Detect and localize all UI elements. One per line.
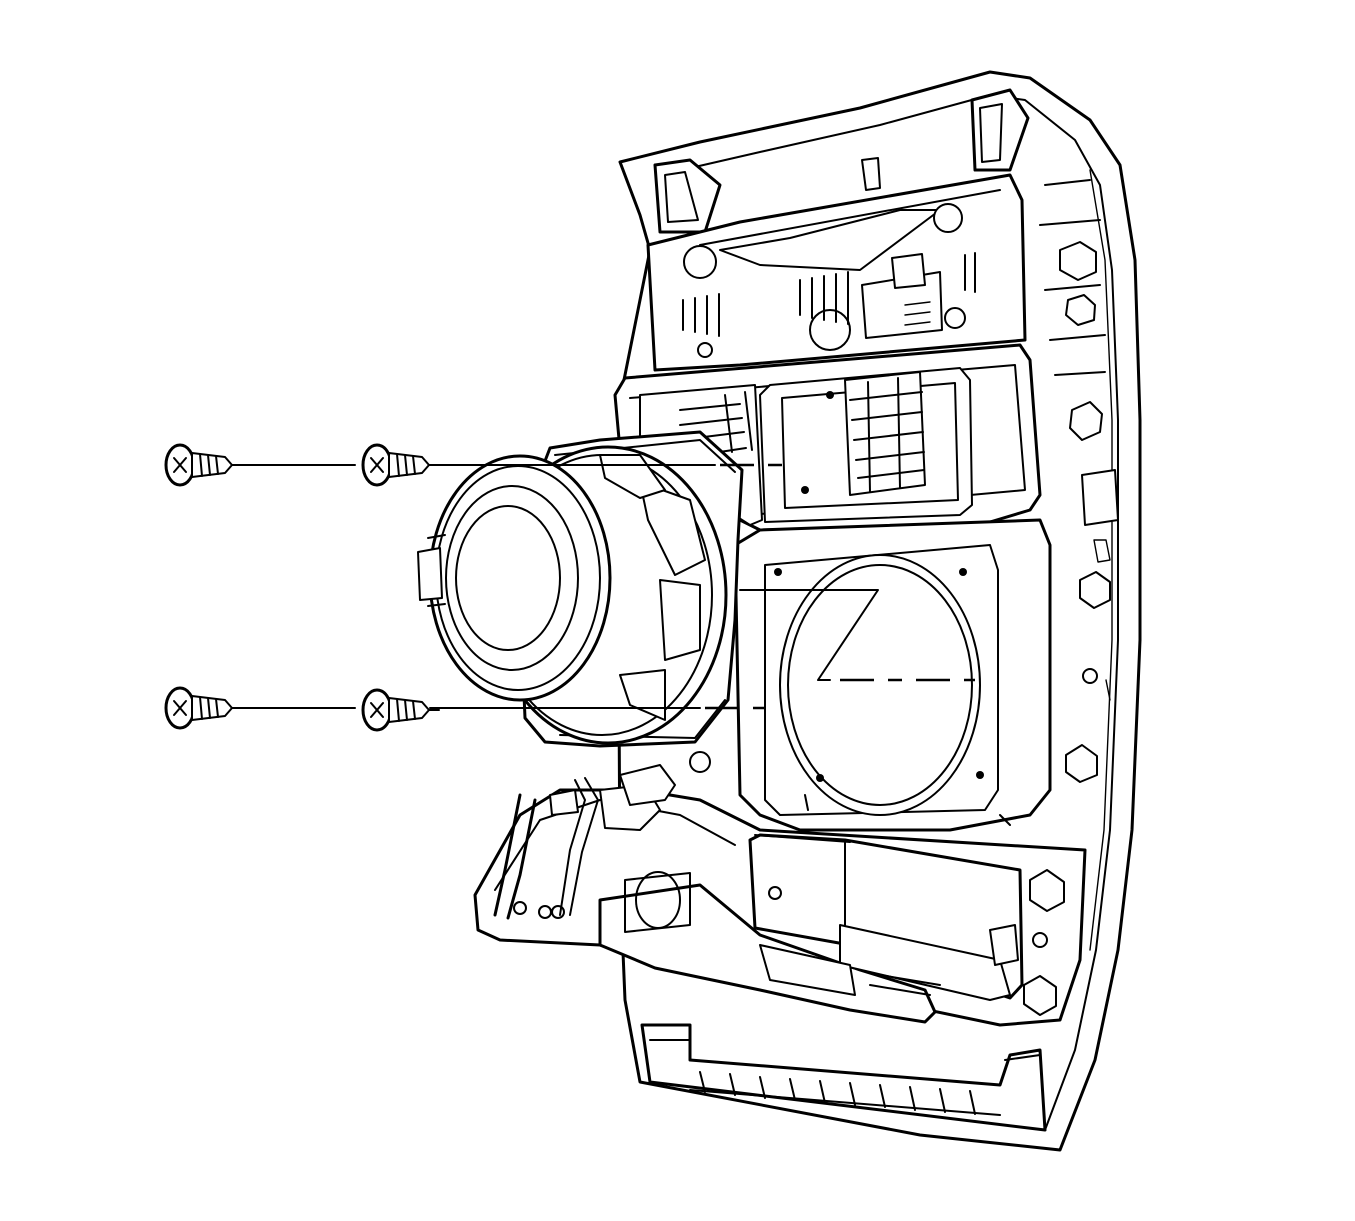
console-housing [473, 70, 1142, 1152]
speaker [417, 430, 744, 748]
screw-icon [361, 443, 440, 487]
screw-icon [164, 686, 243, 730]
screw-icon [361, 688, 440, 732]
screw-icon [164, 443, 243, 487]
alignment-lines [231, 463, 975, 710]
